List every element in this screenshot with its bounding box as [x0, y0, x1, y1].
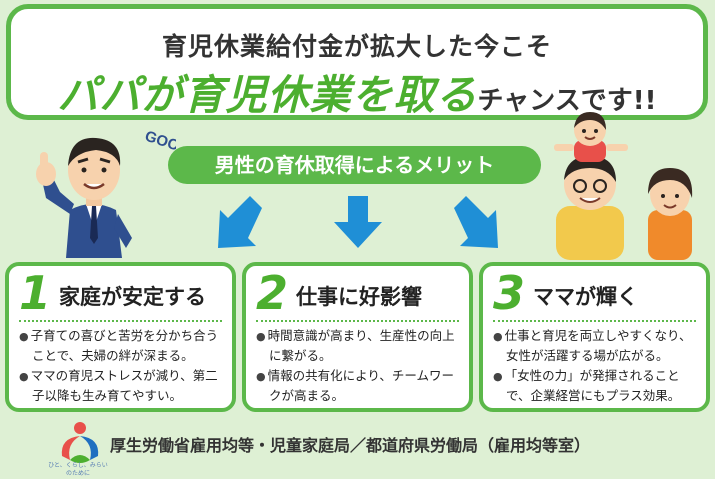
businessman-illustration: GOOD!: [36, 128, 176, 258]
header-line1: 育児休業給付金が拡大した今こそ: [161, 32, 552, 61]
merit-card-1: 1 家庭が安定する 子育ての喜びと苦労を分かち合うことで、夫婦の絆が深まる。 マ…: [5, 262, 236, 412]
card-title: 家庭が安定する: [59, 285, 206, 309]
card-bullet-list: 時間意識が高まり、生産性の向上に繋がる。 情報の共有化により、チームワークが高ま…: [256, 326, 463, 406]
header-rest: チャンスです!!: [477, 86, 657, 116]
family-illustration: [554, 112, 693, 260]
arrow-down-icon: [334, 196, 382, 248]
header-emphasis: パパが育児休業を取る: [57, 71, 478, 119]
card-bullet: 「女性の力」が発揮されることで、企業経営にもプラス効果。: [493, 366, 700, 405]
merit-label: 男性の育休取得によるメリット: [168, 146, 541, 184]
card-divider: [19, 320, 222, 322]
arrow-down-right-icon: [454, 196, 498, 248]
card-number: 2: [256, 266, 289, 320]
card-divider: [493, 320, 696, 322]
card-bullet-list: 子育ての喜びと苦労を分かち合うことで、夫婦の絆が深まる。 ママの育児ストレスが減…: [19, 326, 226, 406]
card-divider: [256, 320, 459, 322]
header-line2: パパが育児休業を取るチャンスです!!: [11, 61, 703, 121]
card-bullet: ママの育児ストレスが減り、第二子以降も生み育てやすい。: [19, 366, 226, 405]
card-bullet-list: 仕事と育児を両立しやすくなり、女性が活躍する場が広がる。 「女性の力」が発揮され…: [493, 326, 700, 406]
logo-caption: ひと、くらし、みらいのために: [48, 462, 108, 477]
merit-card-3: 3 ママが輝く 仕事と育児を両立しやすくなり、女性が活躍する場が広がる。 「女性…: [479, 262, 710, 412]
card-bullet: 時間意識が高まり、生産性の向上に繋がる。: [256, 326, 463, 365]
header-banner: 育児休業給付金が拡大した今こそ パパが育児休業を取るチャンスです!!: [6, 4, 708, 120]
arrow-down-left-icon: [218, 196, 262, 248]
card-number: 3: [493, 266, 526, 320]
ministry-logo-icon: [61, 422, 99, 463]
card-title: ママが輝く: [533, 285, 638, 309]
merit-card-2: 2 仕事に好影響 時間意識が高まり、生産性の向上に繋がる。 情報の共有化により、…: [242, 262, 473, 412]
card-bullet: 子育ての喜びと苦労を分かち合うことで、夫婦の絆が深まる。: [19, 326, 226, 365]
card-number: 1: [19, 266, 52, 320]
footer-ministry-text: 厚生労働省雇用均等・児童家庭局／都道府県労働局（雇用均等室）: [110, 436, 591, 455]
card-bullet: 情報の共有化により、チームワークが高まる。: [256, 366, 463, 405]
card-bullet: 仕事と育児を両立しやすくなり、女性が活躍する場が広がる。: [493, 326, 700, 365]
card-title: 仕事に好影響: [296, 285, 422, 309]
